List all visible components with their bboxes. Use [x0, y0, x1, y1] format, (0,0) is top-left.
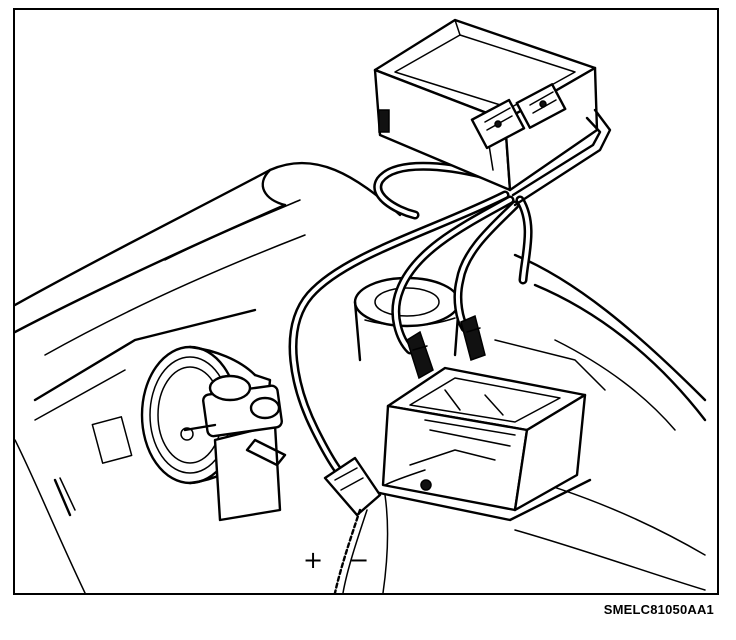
charger-cables: [288, 161, 533, 485]
battery: [381, 366, 587, 512]
negative-clamp: [460, 314, 486, 361]
hood-outline: [15, 161, 402, 356]
ground-strap: [333, 469, 426, 593]
master-cylinder: [180, 374, 287, 522]
battery-charger-unit: [373, 18, 612, 207]
ground-clamp: [323, 456, 382, 517]
positive-label: +: [303, 546, 324, 574]
charger-control-panel: [470, 83, 567, 150]
figure-frame: [13, 8, 719, 595]
battery-tray: [363, 339, 606, 522]
battery-charger-illustration: [15, 18, 707, 593]
negative-label: −: [349, 546, 370, 574]
figure-code: SMELC81050AA1: [603, 602, 714, 617]
positive-clamp: [406, 330, 434, 380]
engine-bay-wall: [15, 308, 257, 593]
